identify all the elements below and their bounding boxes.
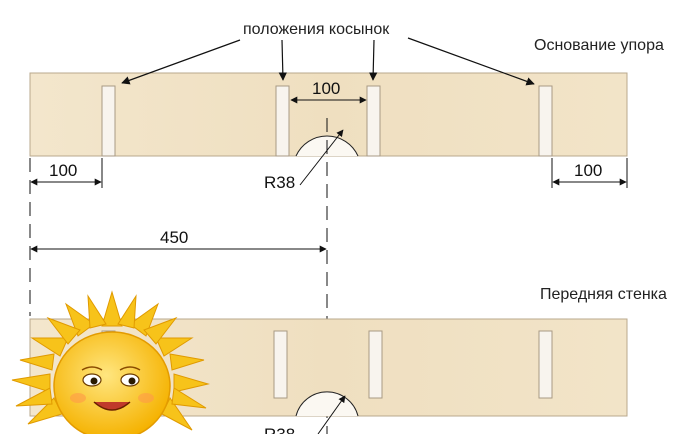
gusset-slot (275, 85, 290, 157)
gusset-slot (368, 330, 383, 399)
gusset-callout: положения косынок (243, 21, 390, 38)
radius-leader (317, 395, 346, 434)
radius-label-bottom: R38 (264, 425, 295, 434)
gusset-slot (273, 330, 288, 399)
gusset-slot (101, 85, 116, 157)
radius-label-top: R38 (264, 173, 295, 192)
gusset-slot (366, 85, 381, 157)
dim-center-label: 450 (160, 228, 188, 247)
callout-arrow (278, 39, 288, 81)
gusset-slot (538, 330, 553, 399)
dim-left-label: 100 (49, 161, 77, 180)
callout-arrow (121, 39, 241, 85)
base-title: Основание упора (534, 37, 664, 54)
base-board (29, 72, 628, 157)
gusset-slot (538, 85, 553, 157)
sun-mascot-icon (11, 290, 210, 434)
radius-leader (299, 129, 344, 186)
callout-arrow (368, 39, 378, 81)
dim-gap-label: 100 (312, 79, 340, 98)
front-title: Передняя стенка (540, 286, 667, 303)
dim-right-label: 100 (574, 161, 602, 180)
callout-arrow (407, 37, 535, 86)
